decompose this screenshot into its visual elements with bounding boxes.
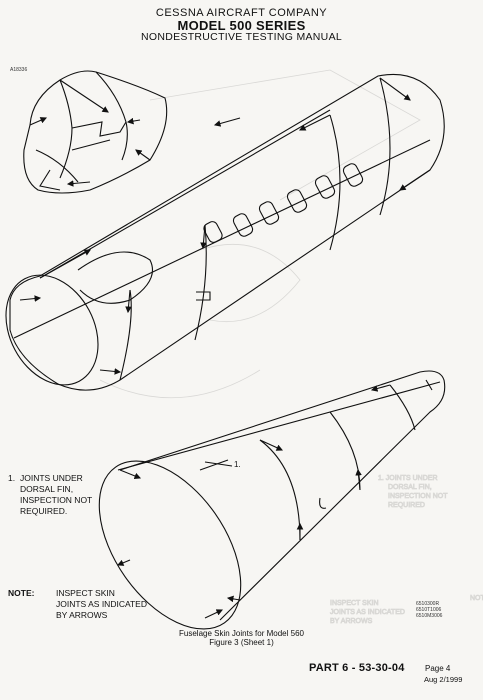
note-line-3: BY ARROWS — [56, 610, 108, 620]
note-1-number: 1. — [8, 473, 16, 483]
cabin-section — [5, 73, 445, 391]
nose-section — [23, 70, 168, 194]
svg-text:INSPECT SKIN: INSPECT SKIN — [330, 600, 379, 607]
note-line-1: INSPECT SKIN — [56, 588, 115, 598]
svg-text:REQUIRED: REQUIRED — [388, 502, 425, 509]
footer-part-number: PART 6 - 53-30-04 — [309, 662, 405, 674]
note-label: NOTE: — [8, 588, 35, 598]
cabin-windows — [203, 163, 364, 243]
note-inspect-skin: NOTE: INSPECT SKIN JOINTS AS INDICATED BY… — [8, 588, 147, 621]
tailcone-section — [98, 370, 446, 630]
svg-text:DORSAL FIN,: DORSAL FIN, — [388, 484, 432, 491]
footer-page-number: Page 4 — [425, 664, 451, 673]
note-line-2: JOINTS AS INDICATED — [56, 599, 147, 609]
reference-code: 6510M3006 — [416, 613, 443, 619]
svg-text:1. JOINTS UNDER: 1. JOINTS UNDER — [378, 475, 438, 482]
reference-codes: 6510300R 6510T1006 6510M3006 — [416, 601, 442, 619]
figure-caption-number: Figure 3 (Sheet 1) — [209, 638, 274, 647]
note-1-line-4: REQUIRED. — [20, 506, 68, 516]
svg-text:JOINTS AS INDICATED: JOINTS AS INDICATED — [330, 609, 405, 616]
figure-code: A18336 — [10, 67, 28, 73]
note-1-line-2: DORSAL FIN, — [20, 484, 74, 494]
svg-text:NOTE: NOTE — [470, 595, 483, 602]
manual-title: NONDESTRUCTIVE TESTING MANUAL — [140, 31, 343, 43]
footer-date: Aug 2/1999 — [424, 675, 463, 684]
note-1-line-1: JOINTS UNDER — [20, 473, 83, 483]
svg-text:INSPECTION NOT: INSPECTION NOT — [388, 493, 448, 500]
reference-code: 6510T1006 — [416, 607, 442, 613]
reference-code: 6510300R — [416, 601, 440, 607]
note-1-line-3: INSPECTION NOT — [20, 495, 93, 505]
bleed-through-ghost: INSPECT SKIN JOINTS AS INDICATED BY ARRO… — [99, 69, 483, 625]
note-dorsal-fin: 1. JOINTS UNDER DORSAL FIN, INSPECTION NO… — [8, 473, 92, 517]
callout-1-label: 1. — [234, 460, 241, 469]
model-title: MODEL 500 SERIES — [177, 18, 306, 33]
company-name: CESSNA AIRCRAFT COMPANY — [155, 7, 328, 19]
figure-caption-title: Fuselage Skin Joints for Model 560 — [179, 629, 304, 638]
svg-text:BY ARROWS: BY ARROWS — [330, 618, 373, 625]
